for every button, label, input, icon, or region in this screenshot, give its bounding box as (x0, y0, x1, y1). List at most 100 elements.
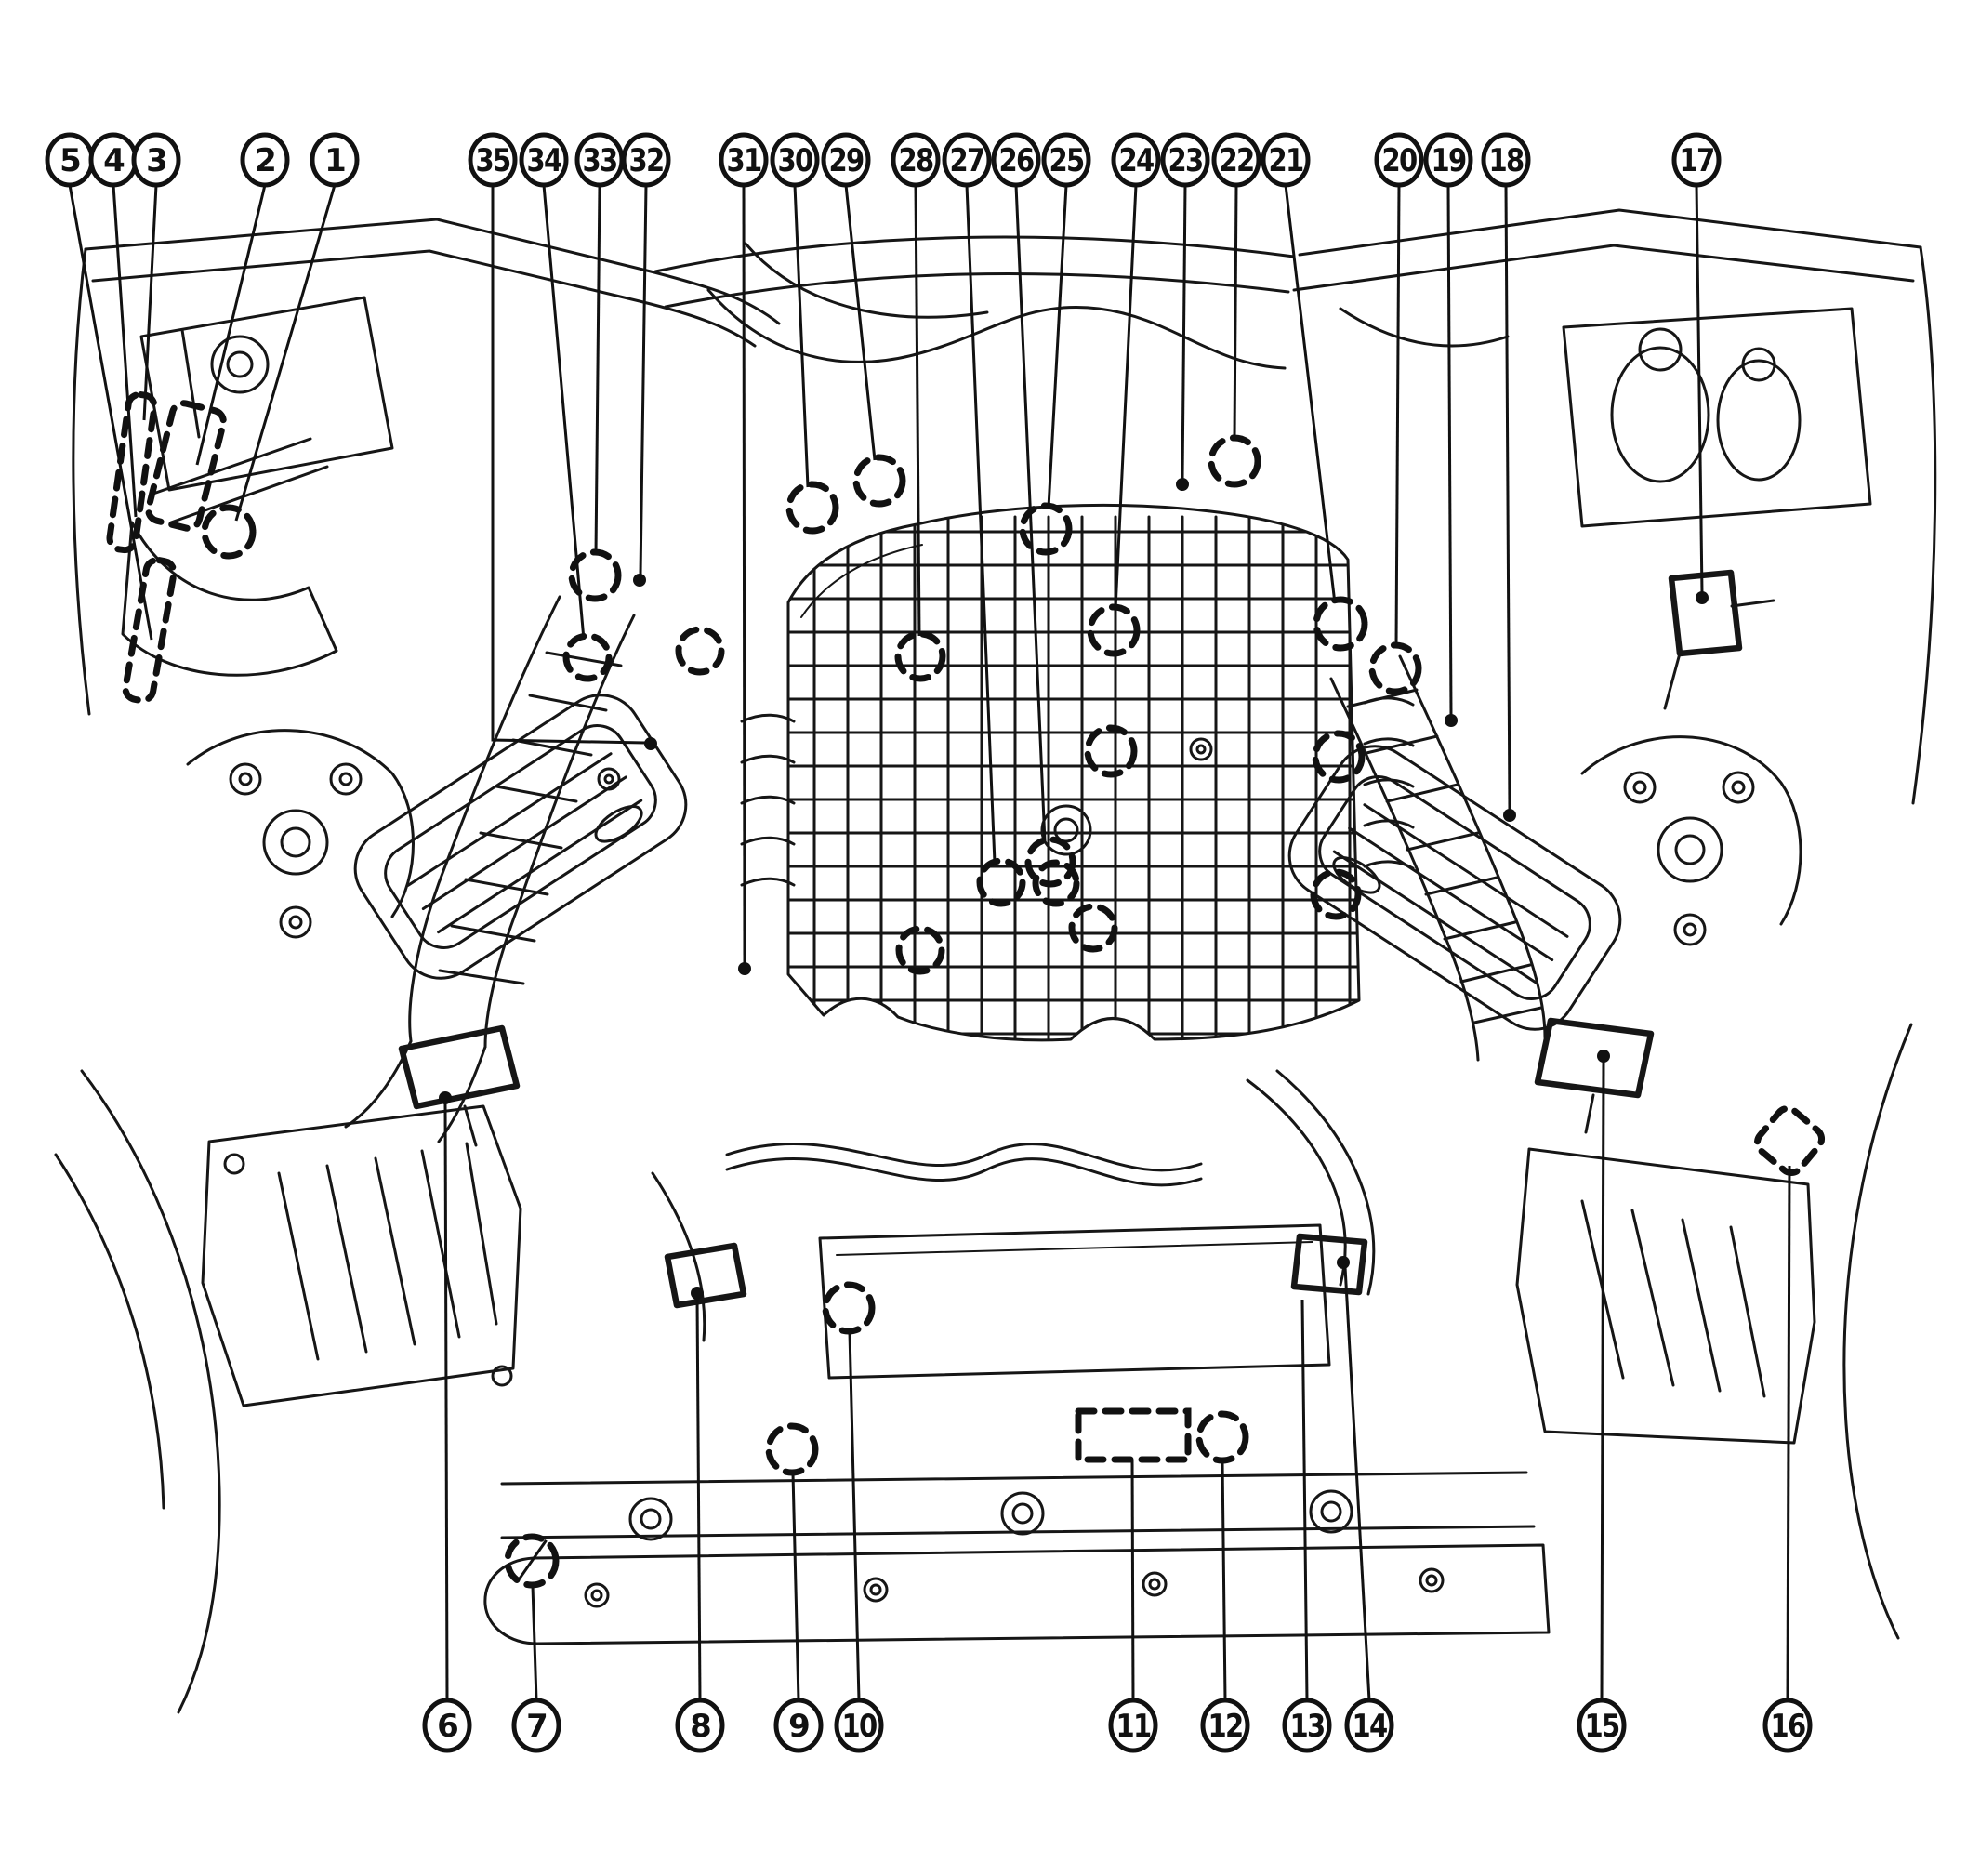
callout-number-20: 20 (1382, 142, 1418, 179)
plenum-grid (788, 515, 1359, 1040)
marker-2-dashed-rrect (145, 400, 227, 532)
oil-filler-cap (1040, 804, 1092, 856)
callout-19: 19 (1423, 132, 1473, 727)
callout-number-28: 28 (899, 142, 933, 179)
intake-plenum (740, 503, 1415, 1042)
air-cleaner-left (201, 1104, 522, 1407)
marker-8-end-dot (691, 1287, 704, 1300)
callout-number-11: 11 (1116, 1708, 1151, 1745)
marker-20-dashed-circle (1368, 641, 1422, 695)
callout-27: 27 (942, 132, 1026, 907)
callout-circle-35 (468, 132, 518, 188)
strut-towers (186, 729, 1802, 946)
marker-31-end-dot (738, 962, 751, 975)
callout-circle-10 (834, 1698, 884, 1753)
callout-circle-32 (621, 132, 671, 188)
callout-10: 10 (822, 1281, 884, 1753)
callout-24: 24 (1087, 132, 1161, 657)
reservoirs-right (1562, 307, 1872, 710)
leader-line-11 (1130, 1460, 1135, 1701)
callout-1: 1 (201, 132, 360, 560)
callout-number-33: 33 (583, 142, 617, 179)
callout-circle-19 (1423, 132, 1473, 188)
marker-17-end-dot (1696, 591, 1709, 604)
callout-34: 34 (519, 132, 613, 682)
extra-marker-2-dashed-circle (1068, 903, 1118, 953)
leader-line-27 (965, 184, 997, 864)
callout-9: 9 (765, 1422, 824, 1753)
marker-29-dashed-circle (852, 454, 906, 508)
callout-circle-17 (1671, 132, 1722, 188)
callout-22: 22 (1208, 132, 1261, 488)
marker-34-dashed-circle (562, 632, 613, 682)
leader-line-28 (914, 184, 921, 637)
extra-marker-layer (675, 626, 1366, 975)
callout-circle-12 (1200, 1698, 1250, 1753)
callout-circle-6 (422, 1698, 472, 1753)
callout-circle-3 (131, 132, 181, 188)
callout-number-21: 21 (1269, 142, 1303, 179)
marker-16-dashed-rrect (1753, 1104, 1826, 1177)
callout-circle-14 (1344, 1698, 1394, 1753)
leader-line-6 (443, 1102, 449, 1701)
body-corners (54, 1023, 1913, 1714)
callout-number-34: 34 (527, 142, 562, 179)
callout-circle-25 (1041, 132, 1091, 188)
marker-32-end-dot (633, 574, 646, 587)
callout-circle-7 (511, 1698, 561, 1753)
callout-number-29: 29 (829, 142, 864, 179)
leader-line-8 (695, 1297, 702, 1701)
marker-27-dashed-circle (976, 857, 1026, 907)
leader-line-22 (1233, 184, 1238, 440)
callout-number-7: 7 (526, 1708, 547, 1745)
callout-8: 8 (675, 1287, 725, 1753)
air-cleaner-right (1515, 1147, 1816, 1445)
engine-line-art (54, 208, 1937, 1714)
callout-number-23: 23 (1168, 142, 1203, 179)
leader-line-29 (844, 184, 877, 461)
callout-circle-13 (1282, 1698, 1332, 1753)
callout-number-17: 17 (1680, 142, 1714, 179)
callout-number-12: 12 (1208, 1708, 1243, 1745)
leader-line-3 (142, 184, 158, 421)
callout-28: 28 (891, 132, 946, 682)
marker-1-dashed-circle (201, 504, 257, 560)
callout-circle-27 (942, 132, 992, 188)
callout-23: 23 (1160, 132, 1210, 491)
extra-marker-3-dashed-circle (895, 925, 945, 975)
marker-7-slash (517, 1539, 548, 1581)
callout-number-15: 15 (1585, 1708, 1619, 1745)
misc-bolts (597, 737, 1213, 791)
callout-13: 13 (1282, 1299, 1332, 1753)
callout-number-24: 24 (1119, 142, 1155, 179)
marker-23-end-dot (1176, 478, 1189, 491)
leader-line-25 (1047, 184, 1068, 509)
leader-line-24 (1114, 184, 1138, 610)
leader-line-14 (1343, 1266, 1371, 1701)
callout-number-4: 4 (103, 142, 125, 179)
marker-21-dashed-circle (1313, 596, 1368, 652)
callout-11: 11 (1075, 1407, 1192, 1753)
harness-and-hoses-top (706, 242, 1510, 370)
leader-line-12 (1221, 1460, 1227, 1701)
callout-circle-9 (773, 1698, 824, 1753)
marker-35-end-dot (644, 737, 657, 750)
callout-33: 33 (568, 132, 625, 602)
engine-cover-right (1287, 745, 1622, 1031)
callout-circle-1 (310, 132, 360, 188)
callout-number-19: 19 (1432, 142, 1466, 179)
callout-number-25: 25 (1049, 142, 1084, 179)
callout-14: 14 (1337, 1256, 1394, 1753)
engine-cover-left (353, 694, 688, 980)
callout-17: 17 (1671, 132, 1722, 604)
leader-line-17 (1695, 184, 1704, 594)
callout-number-8: 8 (690, 1708, 710, 1745)
callout-circle-28 (891, 132, 941, 188)
leader-line-10 (848, 1331, 861, 1701)
marker-7-dashed-circle (504, 1533, 560, 1589)
sensor-block-17 (1668, 569, 1743, 657)
callout-circle-16 (1762, 1698, 1813, 1753)
